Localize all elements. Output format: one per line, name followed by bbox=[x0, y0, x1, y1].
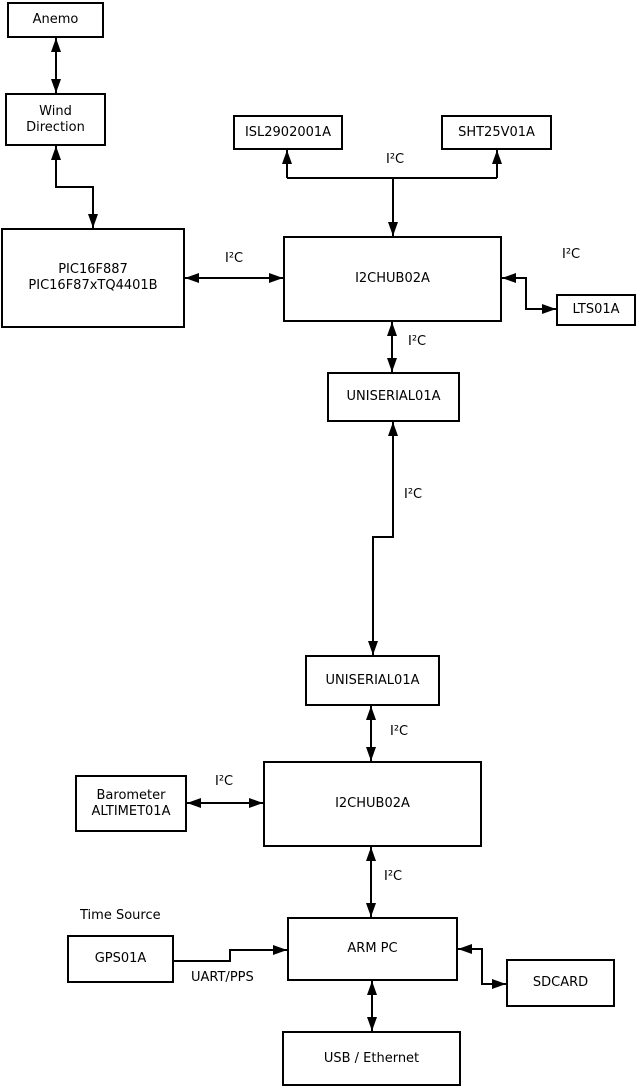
node-label: LTS01A bbox=[572, 302, 620, 317]
node-barometer-altimet01a: Barometer ALTIMET01A bbox=[75, 775, 187, 832]
node-label: ARM PC bbox=[347, 941, 398, 956]
node-label-line1: Barometer bbox=[96, 787, 166, 803]
node-sdcard: SDCARD bbox=[506, 959, 615, 1007]
node-i2chub02a-bottom: I2CHUB02A bbox=[263, 761, 482, 847]
node-label: USB / Ethernet bbox=[323, 1050, 420, 1066]
connector-armpc-sdcard bbox=[458, 944, 506, 989]
edge-label-uart-pps: UART/PPS bbox=[191, 970, 254, 985]
node-uniserial01a-bottom: UNISERIAL01A bbox=[305, 655, 440, 706]
node-label: GPS01A bbox=[94, 951, 147, 966]
connector-hub1-lts bbox=[502, 273, 556, 314]
edge-label-i2c-sensors: I²C bbox=[386, 152, 405, 167]
node-label: SDCARD bbox=[532, 975, 589, 990]
node-label: I2CHUB02A bbox=[335, 796, 410, 811]
node-label-line1: Wind bbox=[39, 103, 72, 119]
connector-uniserial1-uniserial2 bbox=[368, 422, 398, 655]
node-label-line2: ALTIMET01A bbox=[91, 803, 171, 819]
node-gps01a: GPS01A bbox=[67, 935, 174, 983]
node-label-line2: PIC16F87xTQ4401B bbox=[28, 278, 158, 293]
edge-label-i2c-hub-lts: I²C bbox=[562, 247, 581, 262]
connector-wind-pic bbox=[51, 146, 98, 228]
node-anemo: Anemo bbox=[7, 2, 104, 38]
connector-gps-armpc bbox=[174, 945, 287, 962]
node-label: UNISERIAL01A bbox=[346, 389, 441, 404]
node-isl2902001a: ISL2902001A bbox=[233, 115, 343, 150]
node-lts01a: LTS01A bbox=[556, 294, 636, 326]
node-uniserial01a-top: UNISERIAL01A bbox=[327, 372, 460, 422]
node-pic16f887: PIC16F887 PIC16F87xTQ4401B bbox=[1, 228, 185, 328]
edge-label-i2c-pic-hub: I²C bbox=[225, 251, 244, 266]
edge-label-i2c-hub2-armpc: I²C bbox=[384, 869, 403, 884]
node-arm-pc: ARM PC bbox=[287, 917, 458, 981]
edge-label-time-source: Time Source bbox=[80, 908, 161, 923]
edge-label-i2c-uniserial-link: I²C bbox=[404, 487, 423, 502]
node-i2chub02a-top: I2CHUB02A bbox=[283, 236, 502, 322]
node-usb-ethernet: USB / Ethernet bbox=[282, 1031, 461, 1086]
node-label-line1: PIC16F887 bbox=[58, 262, 128, 277]
node-label: UNISERIAL01A bbox=[325, 672, 420, 688]
node-label: ISL2902001A bbox=[244, 124, 332, 140]
node-wind-direction: Wind Direction bbox=[5, 93, 106, 146]
node-label: I2CHUB02A bbox=[355, 271, 430, 286]
node-label-line2: Direction bbox=[26, 119, 85, 135]
edge-label-i2c-barometer: I²C bbox=[215, 774, 234, 789]
node-label: Anemo bbox=[32, 12, 79, 27]
node-label: SHT25V01A bbox=[458, 124, 535, 140]
edge-label-i2c-hub-uniserial: I²C bbox=[408, 334, 427, 349]
node-sht25v01a: SHT25V01A bbox=[441, 115, 552, 150]
edge-label-i2c-uniserial-hub2: I²C bbox=[390, 724, 409, 739]
